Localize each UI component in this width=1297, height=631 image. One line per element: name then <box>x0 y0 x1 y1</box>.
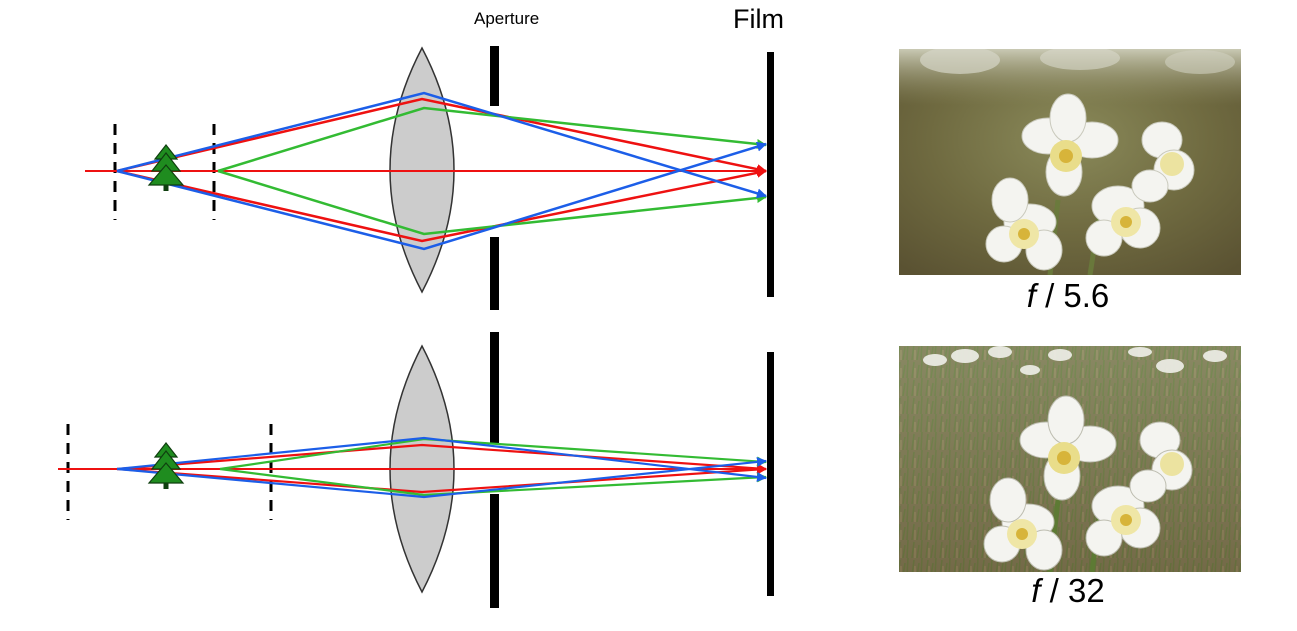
bottom-diagram <box>58 332 774 608</box>
ray-blue <box>116 456 767 499</box>
f-number-caption: f / 32 <box>898 572 1238 610</box>
tree-icon <box>147 442 185 489</box>
f-value: / 5.6 <box>1045 277 1110 314</box>
top-diagram <box>85 46 774 310</box>
flower-photo <box>899 49 1241 275</box>
ray-green <box>219 467 767 497</box>
flower-photo <box>899 346 1241 572</box>
f-symbol: f <box>1026 277 1036 314</box>
aperture-label: Aperture <box>474 9 540 28</box>
ray-red <box>116 443 767 474</box>
ray-blue <box>116 436 767 482</box>
tree-icon <box>147 144 185 191</box>
film-plane <box>767 352 774 596</box>
film-plane <box>767 52 774 297</box>
ray-blue <box>116 91 767 199</box>
aperture-blade <box>490 46 499 106</box>
f-symbol: f <box>1031 572 1041 609</box>
ray-blue <box>116 141 767 251</box>
film-label: Film <box>733 4 784 34</box>
ray-red <box>116 97 767 175</box>
ray-green <box>217 106 767 173</box>
ray-red <box>116 167 767 243</box>
aperture-blade <box>490 332 499 444</box>
f-number-caption: f / 5.6 <box>898 277 1238 315</box>
aperture-blade <box>490 237 499 310</box>
ray-green <box>217 169 767 236</box>
ray-red <box>116 464 767 494</box>
f-value: / 32 <box>1049 572 1105 609</box>
aperture-blade <box>490 494 499 608</box>
